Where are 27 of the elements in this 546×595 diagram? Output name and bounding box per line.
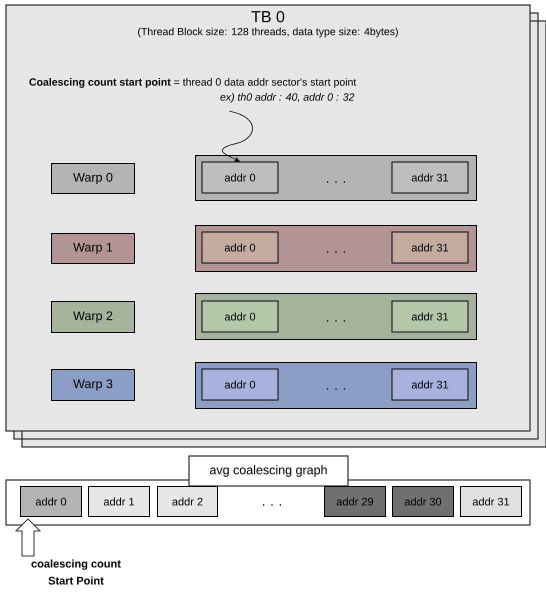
address-box: addr 0 [202,368,278,400]
address-box: addr 2 [157,486,218,517]
warp-box: Warp 1 [51,233,135,264]
address-box: addr 0 [202,232,278,264]
warp-box: Warp 2 [51,301,135,333]
curved-arrow [222,110,253,162]
address-box: addr 0 [202,162,278,194]
ellipsis: . . . [326,251,346,253]
annotation-text: Coalescing count start point = thread 0 data addr sector's start point ex) th0 addr : 40, addr 0 : 32 [29,78,356,103]
address-box: addr 29 [324,486,386,517]
address-box: addr 31 [392,368,468,400]
address-box: addr 1 [88,486,150,517]
address-box: addr 30 [392,486,454,517]
address-box: addr 31 [392,300,468,332]
warp-box: Warp 0 [51,163,135,194]
address-box: addr 31 [392,162,468,194]
address-box: addr 0 [202,300,278,332]
graph-title-tab: avg coalescing graph [188,456,348,486]
address-box: addr 31 [392,232,468,264]
ellipsis: . . . [326,388,346,390]
warp-box: Warp 3 [51,369,135,401]
address-box: addr 31 [460,486,522,517]
address-box: addr 0 [20,486,82,517]
ellipsis: . . . [326,181,346,183]
annotation-text: coalescing count Start Point [32,560,121,585]
ellipsis: . . . [326,320,346,322]
ellipsis: . . . [262,504,282,506]
